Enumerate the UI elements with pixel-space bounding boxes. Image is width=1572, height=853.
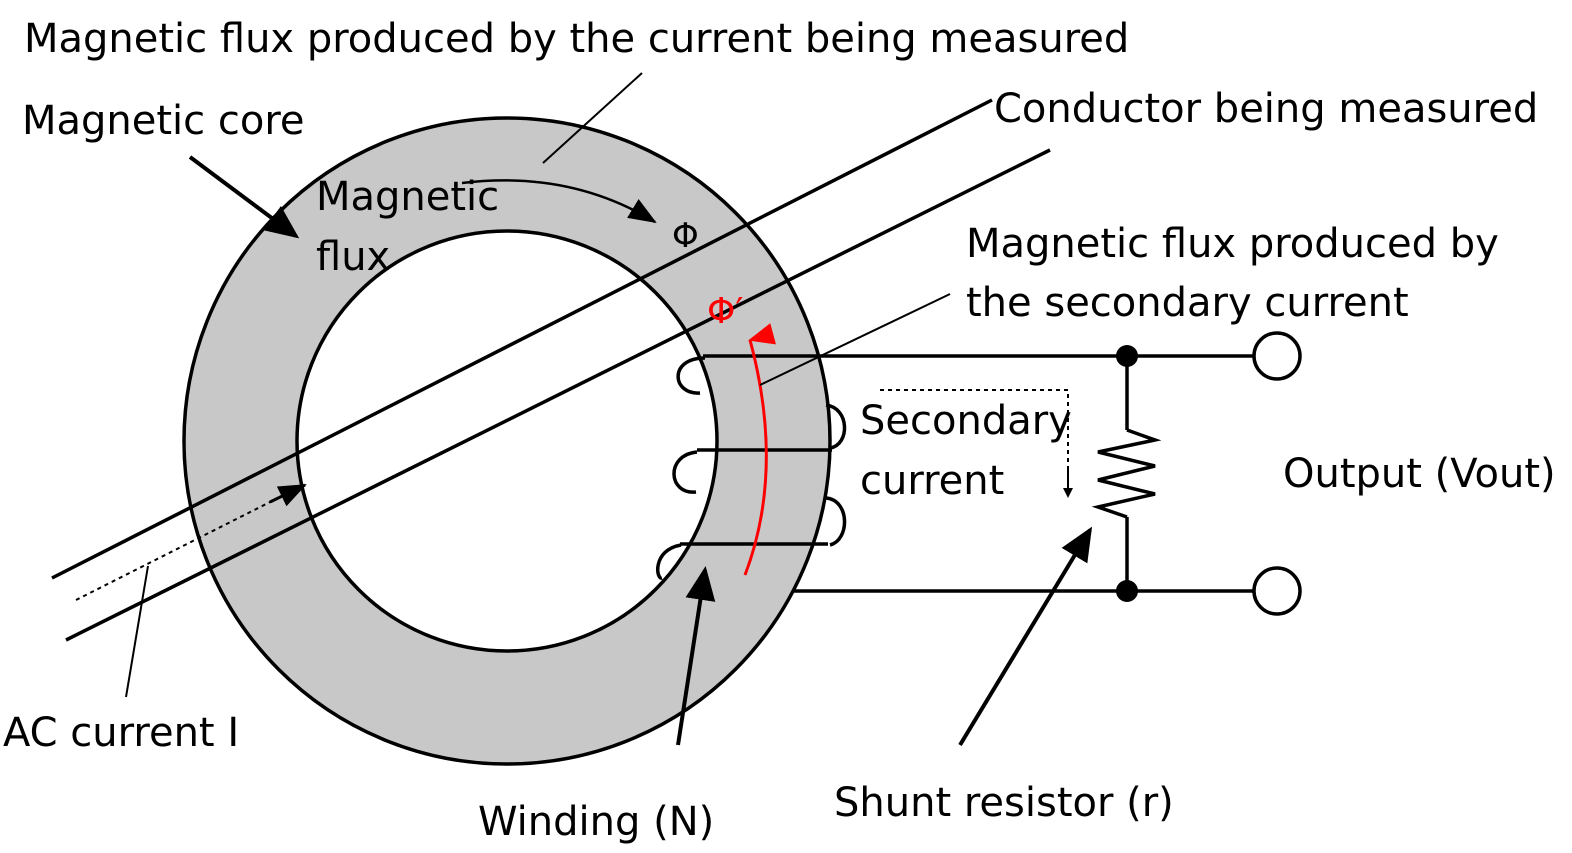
pointer-winding [676,566,716,746]
label-output: Output (Vout) [1283,451,1556,497]
label-ac-current: AC current I [3,710,239,756]
label-secondary-flux-line1: Magnetic flux produced by [966,221,1499,267]
output-terminal-top [1252,331,1302,381]
ac-current-arrow [269,483,307,507]
magnetic-flux-arrow [461,179,657,224]
label-phi-prime: Φ′ [707,291,744,332]
label-magnetic-flux-line1: Magnetic [316,174,499,220]
label-phi: Φ [672,216,699,256]
magnetic-core-ring [182,116,832,766]
label-magnetic-flux-line2: flux [316,234,390,280]
leader-secondary-flux [759,293,951,386]
shunt-resistor-zigzag [1091,428,1162,519]
output-terminal-bottom [1252,566,1302,616]
pointer-shunt-resistor [958,526,1093,747]
label-secondary-current-line2: current [860,458,1004,504]
label-flux-by-current: Magnetic flux produced by the current be… [24,16,1129,62]
leader-ac-current [125,565,149,698]
label-conductor: Conductor being measured [994,86,1538,132]
label-secondary-flux-line2: the secondary current [966,280,1409,326]
leader-flux-by-current [542,72,643,164]
conductor-line-top [51,98,993,580]
label-magnetic-core: Magnetic core [22,98,305,144]
junction-dot-bottom [1116,580,1138,602]
conductor-line-bottom [65,148,1051,642]
secondary-flux-arrow [743,323,777,576]
label-shunt-resistor: Shunt resistor (r) [834,780,1174,826]
label-secondary-current-line1: Secondary [860,398,1072,444]
pointer-magnetic-core [188,155,300,239]
junction-dot-top [1116,345,1138,367]
label-winding: Winding (N) [478,799,714,845]
ac-current-dotted-line [75,497,279,601]
secondary-current-dotted-arrow [880,389,1069,490]
